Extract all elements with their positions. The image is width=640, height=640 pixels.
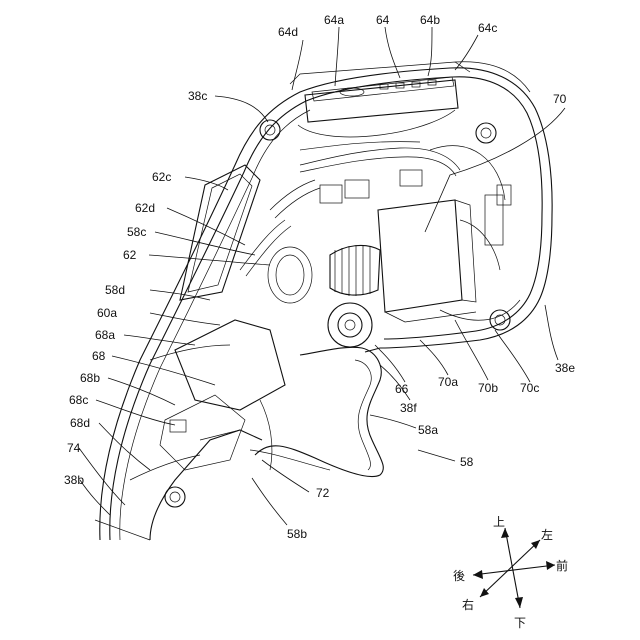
arrow-down-icon [515, 597, 523, 608]
label-38c: 38c [188, 89, 207, 103]
label-38f: 38f [400, 401, 417, 415]
label-64a: 64a [324, 13, 344, 27]
label-64b: 64b [420, 13, 440, 27]
label-38b: 38b [64, 473, 84, 487]
arrow-up-icon [501, 528, 509, 538]
label-74: 74 [67, 441, 81, 455]
label-58: 58 [460, 455, 474, 469]
grip [250, 347, 383, 476]
reference-labels: 64d 64a 64 64b 64c 38c 70 62c 62d 58c 62… [64, 13, 575, 541]
label-62: 62 [123, 248, 137, 262]
compass-front-label: 前 [556, 558, 568, 573]
label-70a: 70a [438, 375, 458, 389]
compass-left-side-label: 左 [541, 527, 553, 542]
label-64: 64 [376, 13, 390, 27]
leader-lines [79, 27, 565, 525]
direction-compass: 上 左 前 後 右 下 [453, 515, 568, 630]
label-58c: 58c [127, 225, 146, 239]
label-68c: 68c [69, 393, 88, 407]
compass-down-label: 下 [514, 616, 526, 630]
wiring [240, 142, 505, 276]
label-68d: 68d [70, 416, 90, 430]
label-58b: 58b [287, 527, 307, 541]
arrow-front-icon [546, 561, 555, 570]
motor-assembly [268, 245, 380, 347]
arrow-rear-icon [473, 570, 483, 579]
label-66: 66 [395, 382, 409, 396]
label-68b: 68b [80, 371, 100, 385]
label-68a: 68a [95, 328, 115, 342]
label-68: 68 [92, 349, 106, 363]
label-72: 72 [316, 486, 330, 500]
compass-right-side-label: 右 [462, 597, 474, 612]
label-60a: 60a [97, 306, 117, 320]
screws [165, 120, 510, 507]
label-38e: 38e [555, 361, 575, 375]
label-64d: 64d [278, 25, 298, 39]
label-62d: 62d [135, 201, 155, 215]
compass-rear-label: 後 [453, 569, 465, 583]
top-switch [298, 77, 458, 137]
label-58d: 58d [105, 283, 125, 297]
label-64c: 64c [478, 21, 497, 35]
label-70c: 70c [520, 381, 539, 395]
label-70b: 70b [478, 381, 498, 395]
label-58a: 58a [418, 423, 438, 437]
lower-mechanism [130, 320, 285, 480]
label-70: 70 [553, 92, 567, 106]
controller-box [378, 185, 520, 322]
compass-up-label: 上 [493, 515, 505, 529]
label-62c: 62c [152, 170, 171, 184]
